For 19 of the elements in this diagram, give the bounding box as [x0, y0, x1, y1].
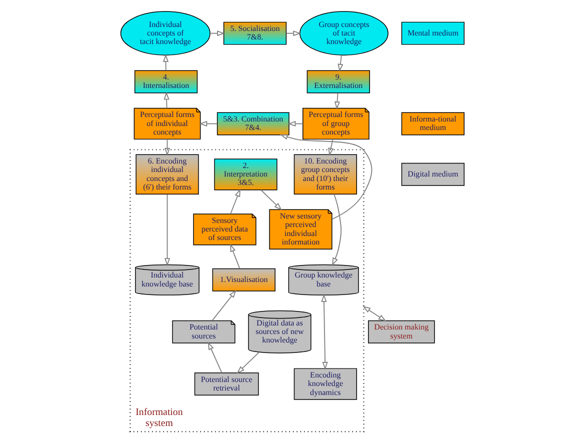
arrow	[280, 134, 372, 220]
arrow	[236, 352, 260, 374]
arrow	[321, 293, 328, 370]
arrow	[338, 54, 344, 72]
arrow	[332, 193, 342, 266]
arrow	[328, 138, 334, 156]
arrow	[162, 53, 169, 70]
arrow	[164, 193, 170, 266]
arrow	[362, 305, 386, 321]
arrow	[334, 92, 340, 110]
arrow	[230, 188, 240, 214]
arrow	[164, 138, 170, 156]
arrow	[210, 30, 226, 36]
arrow	[286, 30, 302, 36]
arrow	[208, 341, 222, 373]
arrow	[260, 189, 282, 210]
arrow	[212, 289, 236, 321]
arrow	[230, 243, 240, 269]
arrow	[199, 120, 218, 126]
